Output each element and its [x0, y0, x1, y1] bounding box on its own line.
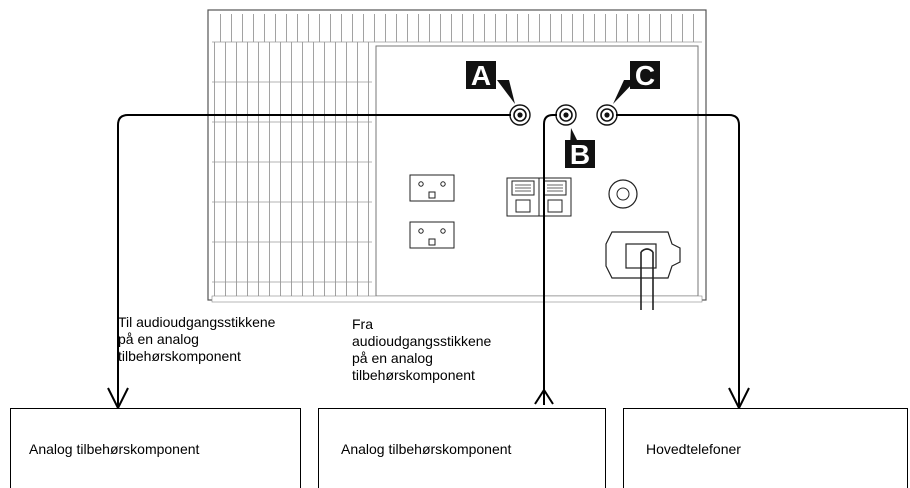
caption-left-line-3: tilbehørskomponent: [118, 348, 241, 364]
jack-c: [596, 104, 618, 126]
caption-left-line-2: på en analog: [118, 331, 199, 347]
jack-b-label: B: [565, 140, 595, 169]
caption-left: Til audioudgangsstikkene på en analog ti…: [118, 314, 275, 365]
analog-component-box-2: Analog tilbehørskomponent: [318, 408, 606, 488]
ac-inlet: [605, 231, 681, 310]
cable-c: [616, 114, 740, 410]
cable-b: [543, 114, 557, 405]
caption-left-line-1: Til audioudgangsstikkene: [118, 314, 276, 330]
caption-middle-line-4: tilbehørskomponent: [352, 367, 475, 383]
jack-c-label: C: [630, 61, 660, 90]
caption-middle: Fra audioudgangsstikkene på en analog ti…: [352, 316, 491, 384]
caption-middle-line-2: audioudgangsstikkene: [352, 333, 492, 349]
box-label: Analog tilbehørskomponent: [29, 441, 200, 457]
caption-middle-line-1: Fra: [352, 316, 373, 332]
coaxial-jack: [608, 179, 638, 209]
analog-component-box-1: Analog tilbehørskomponent: [10, 408, 301, 488]
speaker-terminal-top: [409, 174, 455, 202]
caption-middle-line-3: på en analog: [352, 350, 433, 366]
jack-b: [555, 104, 577, 126]
pointer-a: [497, 80, 515, 104]
stereo-unit-rear: [207, 9, 707, 310]
arrowheads: [107, 387, 750, 411]
jack-a: [509, 104, 531, 126]
headphones-box: Hovedtelefoner: [623, 408, 908, 488]
antenna-terminal: [506, 177, 572, 217]
speaker-terminal-bottom: [409, 221, 455, 249]
arrow-up-b: [534, 388, 554, 405]
box-label: Hovedtelefoner: [646, 441, 741, 457]
box-label: Analog tilbehørskomponent: [341, 441, 512, 457]
cable-a: [117, 114, 511, 410]
connection-lines: [117, 114, 740, 410]
jack-a-label: A: [466, 61, 496, 90]
